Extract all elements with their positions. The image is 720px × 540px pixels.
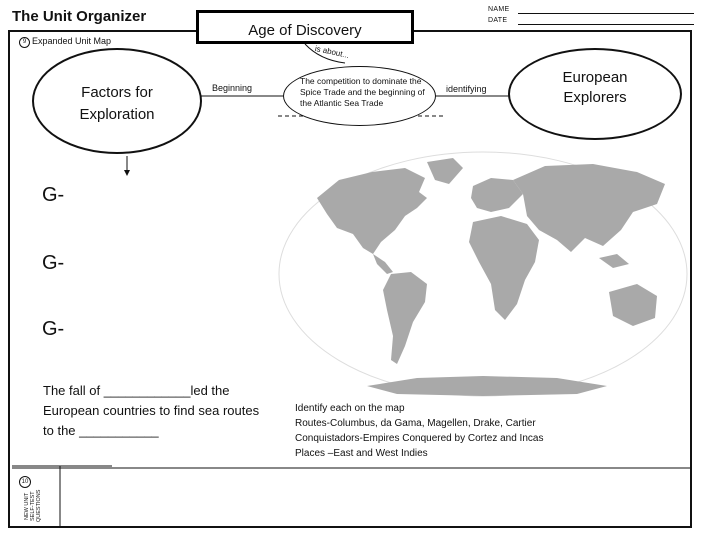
africa [469, 216, 539, 320]
south-america [383, 272, 427, 364]
g-label-1: G- [42, 184, 65, 206]
date-label: DATE [488, 17, 508, 24]
beginning-link: Beginning [212, 83, 253, 93]
antarctica [367, 376, 607, 396]
competition-text: The competition to dominate the Spice Tr… [300, 76, 425, 108]
indonesia [599, 254, 629, 268]
unit-topic: Age of Discovery [248, 22, 362, 39]
instruction-line-3: Conquistadors-Empires Conquered by Corte… [295, 433, 544, 444]
europe [471, 178, 523, 212]
identifying-link: identifying [446, 84, 487, 94]
central-america [373, 254, 393, 274]
instruction-line-4: Places –East and West Indies [295, 448, 428, 459]
name-label: NAME [488, 6, 510, 13]
name-line [518, 13, 694, 14]
instruction-line-1: Identify each on the map [295, 403, 405, 414]
g-label-3: G- [42, 318, 65, 340]
factors-text: Factors for Exploration [79, 84, 155, 123]
self-test-label: NEW UNIT SELF-TEST QUESTIONS [24, 489, 42, 523]
factors-ellipse [32, 48, 202, 154]
map-instructions: Identify each on the map Routes-Columbus… [295, 401, 615, 461]
greenland [427, 158, 463, 184]
australia [609, 284, 657, 326]
world-map [278, 151, 688, 397]
fall-of-prompt: The fall of ____________led the European… [43, 383, 260, 438]
explorers-ellipse [508, 48, 682, 140]
instruction-line-2: Routes-Columbus, da Gama, Magellen, Drak… [295, 418, 536, 429]
asia [513, 164, 665, 252]
topic-box [196, 10, 414, 44]
north-america [317, 168, 427, 254]
competition-ellipse [283, 66, 436, 126]
g-label-2: G- [42, 252, 65, 274]
expanded-unit-map-label: Expanded Unit Map [32, 36, 112, 46]
organizer-title: The Unit Organizer [12, 8, 147, 25]
unit-map-number: 9 [19, 37, 30, 48]
map-landmasses [317, 158, 665, 396]
date-line [518, 24, 694, 25]
self-test-number: 10 [19, 476, 31, 488]
explorers-text: European Explorers [562, 69, 628, 106]
